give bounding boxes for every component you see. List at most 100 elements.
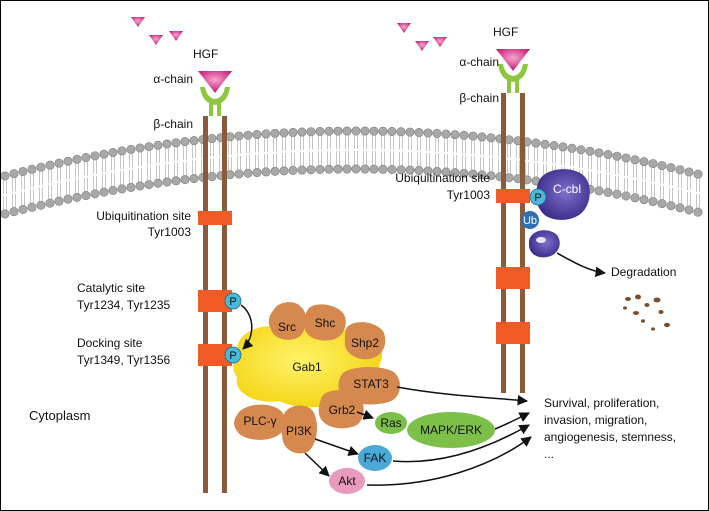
lipid-tails: [561, 150, 565, 181]
free-hgf-molecules: [131, 17, 447, 51]
lipid-head: [72, 192, 82, 202]
lipid-tails: [147, 150, 151, 181]
lipid-head: [81, 191, 91, 201]
signaling-complex: Gab1 Src Shc Shp2 STAT3 Grb2 PLC-γ PI3K …: [224, 292, 495, 494]
hgf-triangle: [415, 41, 429, 51]
transphosphorylation-arrow: [240, 304, 254, 350]
lipid-head: [252, 130, 262, 140]
ubiquitination-site-box: [496, 189, 530, 203]
lipid-tails: [606, 158, 610, 189]
lipid-head: [333, 164, 343, 174]
lipid-tails: [552, 149, 556, 180]
lipid-head: [504, 135, 514, 145]
lipid-head: [306, 165, 316, 175]
phospho-icon: [529, 188, 547, 206]
lipid-head: [63, 156, 73, 166]
lipid-tails: [12, 177, 16, 208]
akt-label: Akt: [338, 474, 356, 488]
lipid-head: [477, 132, 487, 142]
lipid-tails: [570, 152, 574, 183]
grb2-label: Grb2: [329, 403, 356, 417]
lipid-head: [18, 166, 28, 176]
lipid-head: [693, 207, 703, 217]
docking-residues-label: Tyr1349, Tyr1356: [77, 353, 170, 367]
lipid-tails: [588, 155, 592, 186]
alpha-chain-stem: [515, 80, 519, 93]
lipid-head: [450, 168, 460, 178]
catalytic-residues-label: Tyr1234, Tyr1235: [77, 298, 170, 312]
catalytic-phospho-icon: [224, 292, 242, 310]
lipid-head: [594, 148, 604, 158]
fak-node: [358, 445, 392, 471]
lipid-head: [360, 164, 370, 174]
lipid-tails: [318, 135, 322, 166]
c-cbl-node: [536, 169, 590, 220]
lipid-tails: [156, 149, 160, 180]
lipid-tails: [525, 145, 529, 176]
lipid-head: [342, 164, 352, 174]
ubiquitin-icon: [521, 211, 539, 229]
lipid-head: [90, 151, 100, 161]
lipid-head: [423, 166, 433, 176]
shc-node: [304, 304, 346, 341]
lipid-tails: [678, 173, 682, 204]
lipid-head: [612, 189, 622, 199]
lipid-head: [225, 170, 235, 180]
lipid-head: [576, 145, 586, 155]
lipid-head: [378, 126, 388, 136]
lipid-head: [630, 193, 640, 203]
lipid-tails: [363, 135, 367, 166]
lipid-head: [657, 161, 667, 171]
lipid-tails: [435, 137, 439, 168]
lipid-head: [63, 194, 73, 204]
gab1-label: Gab1: [292, 360, 322, 374]
phospho-label: P: [534, 192, 541, 204]
proteasome-highlight: [536, 237, 546, 243]
lipid-tails: [471, 140, 475, 171]
fak-to-outcome-arrow: [392, 424, 530, 463]
stat3-to-outcome-arrow: [396, 386, 529, 406]
alpha-chain-stem: [209, 103, 213, 116]
ubiquitination-site-box: [198, 211, 232, 225]
alpha-chain-stem: [217, 103, 221, 116]
lipid-tails: [624, 161, 628, 192]
docking-phospho-label: P: [229, 350, 236, 362]
lipid-head: [270, 128, 280, 138]
lipid-head: [693, 169, 703, 179]
ubiquitination-residue-label: Tyr1003: [148, 225, 192, 239]
lipid-tails: [48, 169, 52, 200]
degraded-fragment: [658, 310, 664, 314]
lipid-head: [558, 142, 568, 152]
cell-membrane: [1, 126, 703, 219]
lipid-head: [261, 167, 271, 177]
lipid-head: [180, 175, 190, 185]
lipid-head: [324, 164, 334, 174]
lipid-head: [54, 196, 64, 206]
lipid-head: [171, 138, 181, 148]
cytoplasm-label: Cytoplasm: [29, 408, 90, 423]
catalytic-site-label: Catalytic site: [77, 281, 145, 295]
lipid-head: [414, 128, 424, 138]
outcome-line: angiogenesis, stemness,: [544, 430, 676, 444]
outcome-line: ...: [544, 447, 554, 461]
catalytic-site-box: [198, 290, 232, 312]
lipid-head: [441, 129, 451, 139]
lipid-head: [189, 136, 199, 146]
lipid-head: [9, 207, 19, 217]
lipid-head: [1, 171, 10, 181]
outcome-line: Survival, proliferation,: [544, 396, 659, 410]
lipid-tails: [399, 135, 403, 166]
plcg-node: [234, 404, 286, 440]
mapk-to-outcome-arrow: [494, 412, 530, 430]
lipid-head: [162, 139, 172, 149]
catalytic-phospho-label: P: [229, 296, 236, 308]
alpha-chain-label: α-chain: [153, 72, 193, 86]
lipid-head: [99, 187, 109, 197]
lipid-tails: [354, 135, 358, 165]
lipid-tails: [300, 136, 304, 167]
alpha-chain-stem: [507, 80, 511, 93]
lipid-head: [486, 133, 496, 143]
lipid-head: [9, 169, 19, 179]
lipid-tails: [138, 151, 142, 182]
